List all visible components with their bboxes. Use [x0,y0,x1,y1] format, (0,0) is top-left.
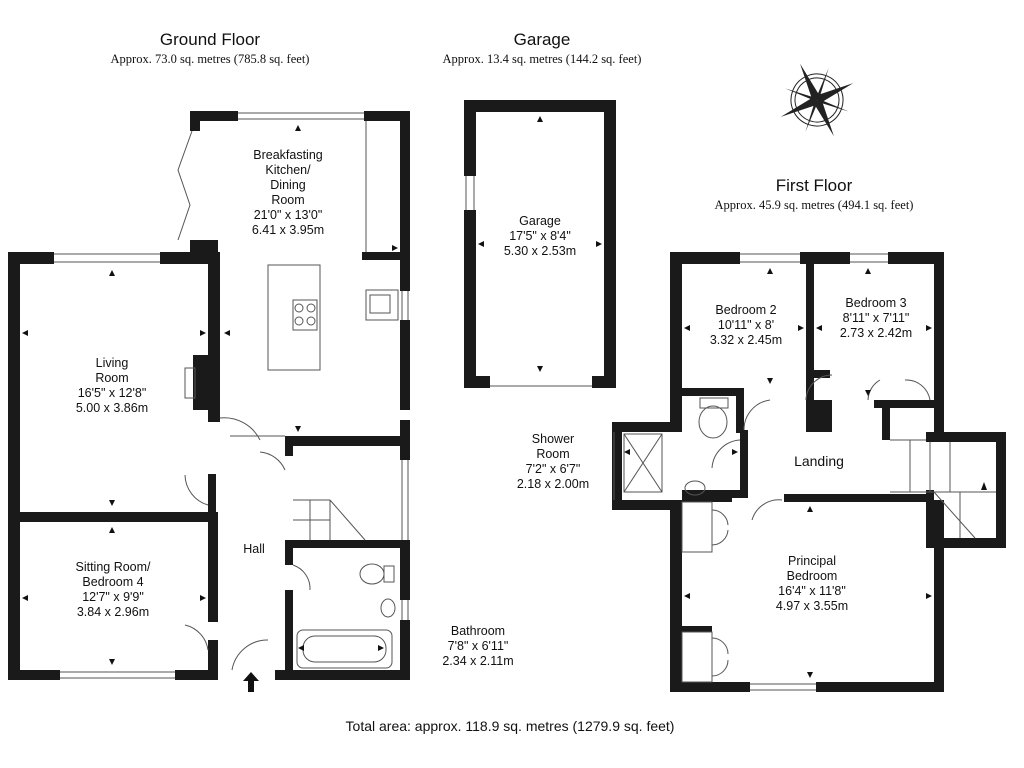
room-label-garage: Garage 17'5" x 8'4" 5.30 x 2.53m [503,214,577,258]
entrance-arrow-icon [243,672,259,692]
room-label-bedroom-2: Bedroom 2 10'11" x 8' 3.32 x 2.45m [709,303,783,347]
garage-area: Approx. 13.4 sq. metres (144.2 sq. feet) [442,52,642,66]
ground-floor-area: Approx. 73.0 sq. metres (785.8 sq. feet) [110,52,310,66]
garage-title: Garage [513,30,571,49]
total-area: Total area: approx. 118.9 sq. metres (12… [345,718,675,734]
ground-floor-title: Ground Floor [159,30,261,49]
room-label-sitting: Sitting Room/ Bedroom 4 12'7" x 9'9" 3.8… [75,560,151,619]
compass-rose-icon [780,63,854,137]
room-label-bedroom-3: Bedroom 3 8'11" x 7'11" 2.73 x 2.42m [839,296,913,340]
room-label-kitchen: Breakfasting Kitchen/ Dining Room 21'0" … [251,148,325,237]
room-label-principal-bedroom: Principal Bedroom 16'4" x 11'8" 4.97 x 3… [775,554,849,613]
room-label-living: Living Room 16'5" x 12'8" 5.00 x 3.86m [75,356,149,415]
room-label-hall: Hall [243,542,265,556]
first-floor-area: Approx. 45.9 sq. metres (494.1 sq. feet) [714,198,914,212]
room-label-shower-room: Shower Room 7'2" x 6'7" 2.18 x 2.00m [516,432,590,491]
first-floor-title: First Floor [775,176,853,195]
room-label-landing: Landing [794,453,844,469]
room-label-bathroom: Bathroom 7'8" x 6'11" 2.34 x 2.11m [442,624,514,668]
